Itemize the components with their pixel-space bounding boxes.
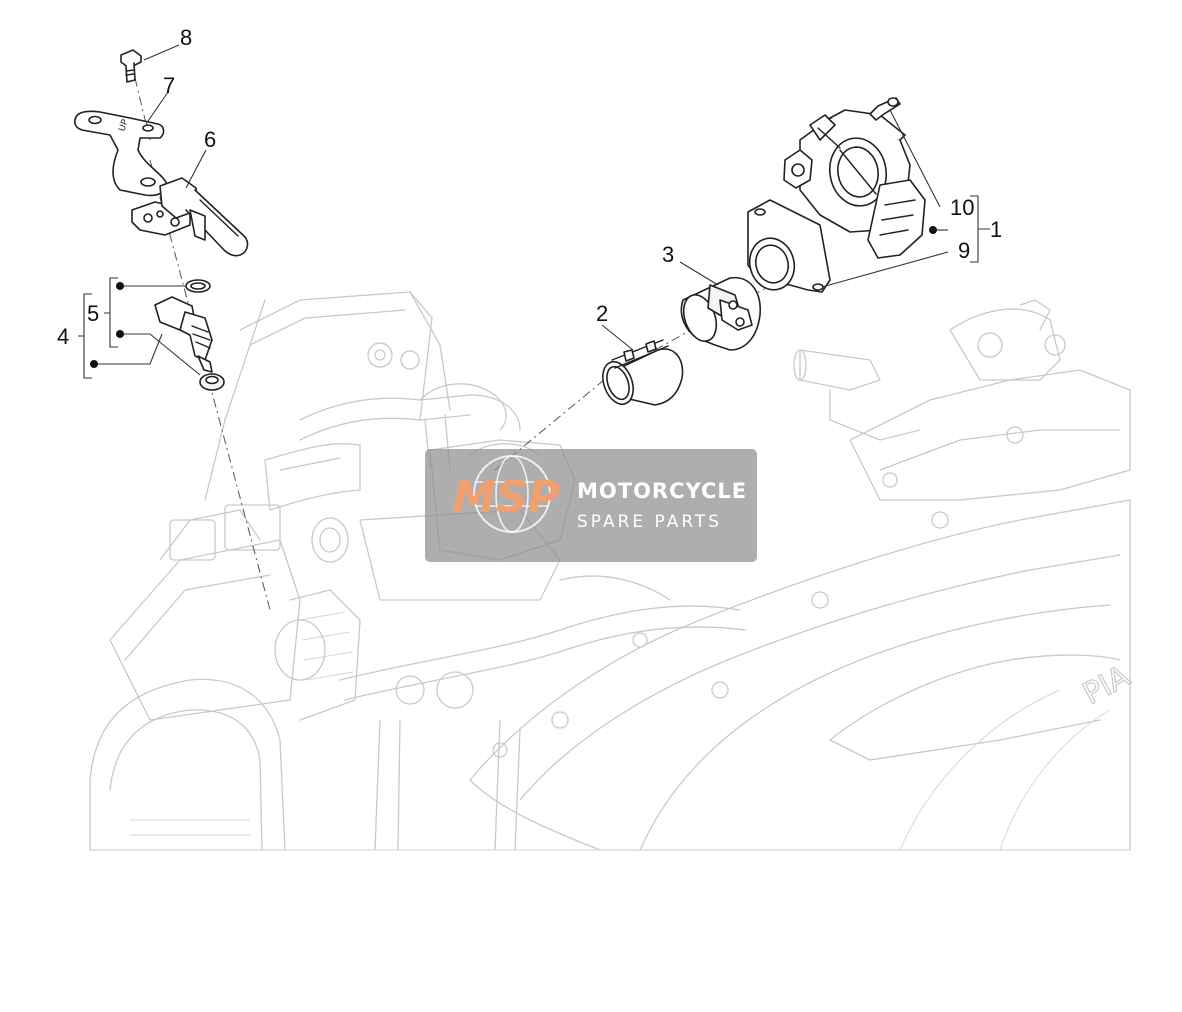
part-10-screw[interactable]: [869, 97, 901, 121]
part-8-bolt[interactable]: [120, 49, 142, 83]
callout-6: 6: [204, 127, 216, 152]
callout-dots: [90, 226, 937, 368]
callout-1: 1: [990, 217, 1002, 242]
part-5-injector[interactable]: [154, 279, 225, 391]
part-7-bracket[interactable]: UP: [73, 110, 168, 197]
callout-3: 3: [662, 242, 674, 267]
part-2-intake-sleeve[interactable]: [597, 339, 684, 408]
engine-case-lettering: PIA: [1077, 659, 1136, 712]
watermark-box: [425, 449, 757, 562]
callout-labels: 8 7 6 5 4 2 3 10 1 9: [57, 25, 1002, 349]
callout-9: 9: [958, 238, 970, 263]
callout-4: 4: [57, 324, 69, 349]
callout-8: 8: [180, 25, 192, 50]
watermark-line2: SPARE PARTS: [577, 512, 722, 532]
callout-5: 5: [87, 301, 99, 326]
part-1-throttle-body[interactable]: [744, 109, 926, 295]
watermark-logo: MSP: [452, 472, 560, 523]
part-6-sensor[interactable]: [131, 177, 249, 257]
bracket-up-marking: UP: [117, 118, 131, 133]
watermark: MSP MOTORCYCLE SPARE PARTS: [425, 449, 757, 562]
callout-10: 10: [950, 195, 974, 220]
leader-lines: [78, 44, 990, 379]
part-3-clamp[interactable]: [678, 276, 761, 351]
callout-2: 2: [596, 301, 608, 326]
watermark-line1: MOTORCYCLE: [577, 479, 747, 503]
callout-7: 7: [163, 73, 175, 98]
watermark-globe-icon: [473, 455, 551, 533]
